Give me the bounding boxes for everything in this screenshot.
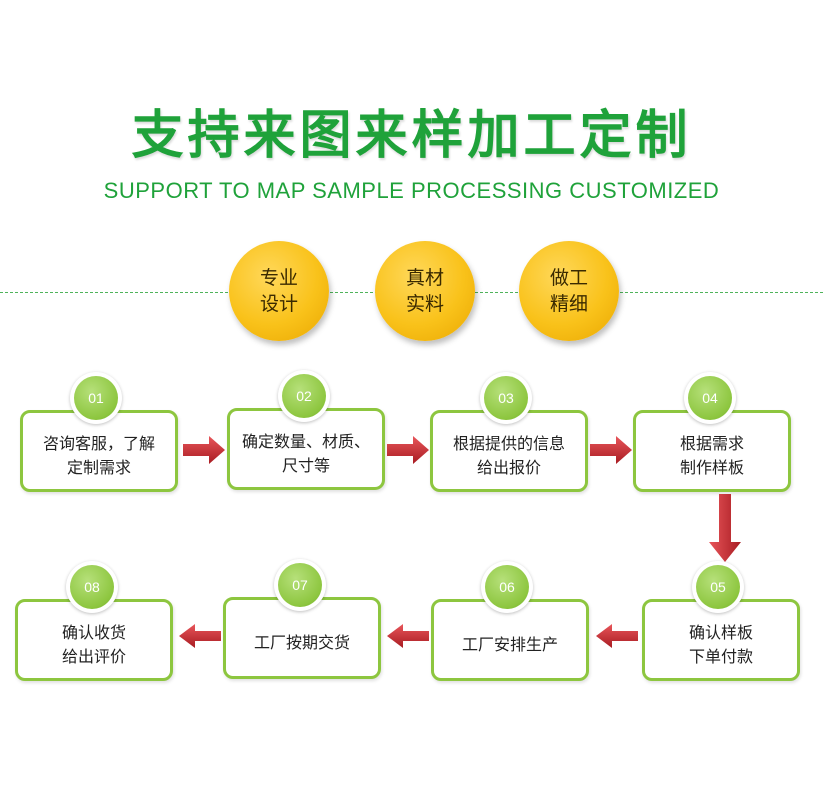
step-number-01: 01 <box>74 376 118 420</box>
step-badge-06: 06 <box>481 561 533 613</box>
feature-circle-material: 真材 实料 <box>375 241 475 341</box>
arrow-right-icon <box>183 436 225 464</box>
step-number-05: 05 <box>696 565 740 609</box>
step-badge-03: 03 <box>480 372 532 424</box>
step-badge-05: 05 <box>692 561 744 613</box>
arrow-right-icon <box>387 436 429 464</box>
arrow-left-icon <box>387 624 429 648</box>
step-number-06: 06 <box>485 565 529 609</box>
step-badge-02: 02 <box>278 370 330 422</box>
arrow-right-icon <box>590 436 632 464</box>
step-badge-04: 04 <box>684 372 736 424</box>
arrow-left-icon <box>596 624 638 648</box>
step-number-04: 04 <box>688 376 732 420</box>
step-card-01: 咨询客服，了解 定制需求 <box>20 410 178 492</box>
step-badge-07: 07 <box>274 559 326 611</box>
page-subtitle: SUPPORT TO MAP SAMPLE PROCESSING CUSTOMI… <box>103 178 720 203</box>
feature-circle-design: 专业 设计 <box>229 241 329 341</box>
step-number-08: 08 <box>70 565 114 609</box>
arrow-left-icon <box>179 624 221 648</box>
feature-circle-craft: 做工 精细 <box>519 241 619 341</box>
step-number-02: 02 <box>282 374 326 418</box>
step-number-03: 03 <box>484 376 528 420</box>
step-badge-08: 08 <box>66 561 118 613</box>
step-badge-01: 01 <box>70 372 122 424</box>
step-number-07: 07 <box>278 563 322 607</box>
page-title: 支持来图来样加工定制 <box>131 106 692 166</box>
arrow-down-icon <box>709 494 741 562</box>
